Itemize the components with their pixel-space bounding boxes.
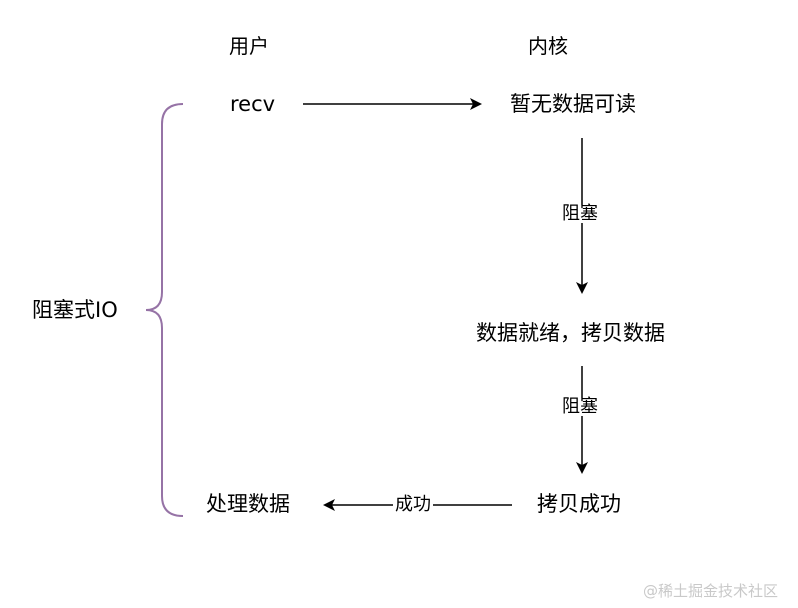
node-copy-success: 拷贝成功 bbox=[537, 492, 621, 516]
column-header-kernel: 内核 bbox=[528, 34, 568, 58]
edge-label-block-1: 阻塞 bbox=[560, 203, 600, 224]
node-process-data: 处理数据 bbox=[206, 492, 290, 516]
column-header-user: 用户 bbox=[229, 34, 269, 58]
edge-label-block-2: 阻塞 bbox=[560, 396, 600, 417]
edge-label-success: 成功 bbox=[393, 494, 433, 515]
node-no-data: 暂无数据可读 bbox=[510, 92, 636, 116]
node-data-ready: 数据就绪，拷贝数据 bbox=[476, 321, 665, 345]
brace bbox=[145, 103, 184, 517]
side-label-blocking-io: 阻塞式IO bbox=[32, 298, 118, 322]
watermark: @稀土掘金技术社区 bbox=[643, 582, 779, 600]
node-recv: recv bbox=[230, 92, 276, 116]
